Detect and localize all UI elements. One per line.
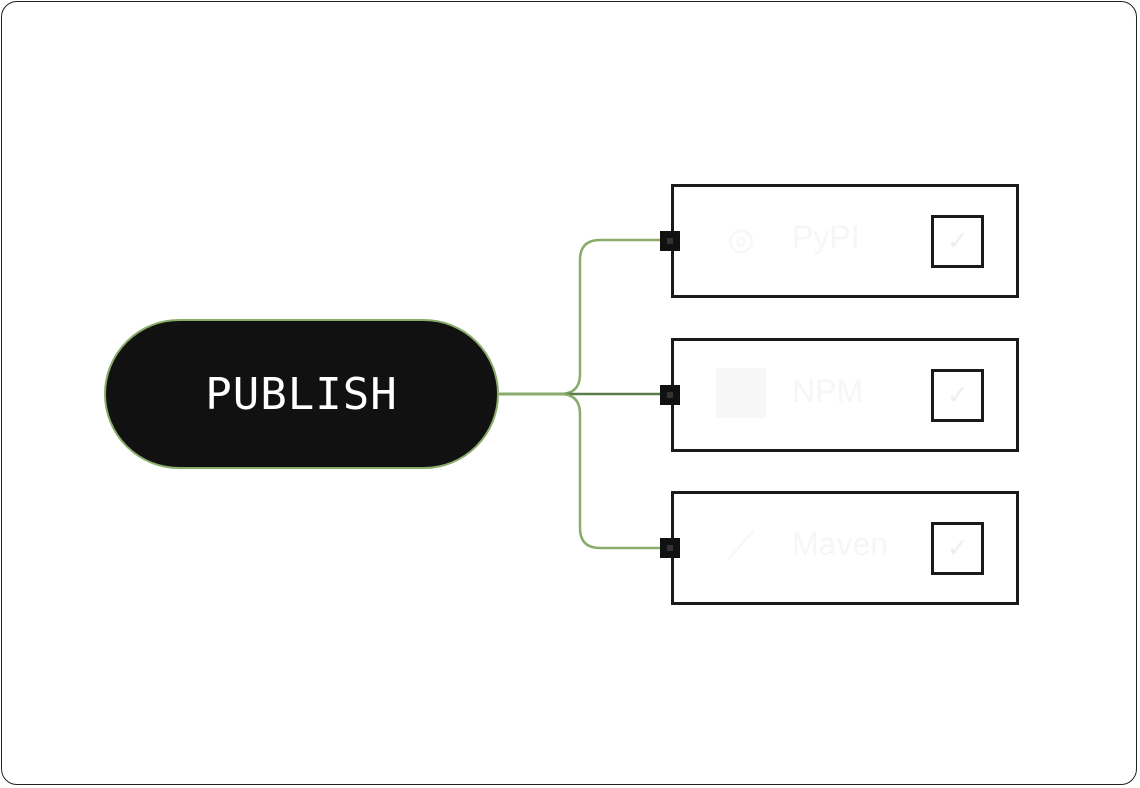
wire-pypi xyxy=(499,238,660,396)
python-icon: ◎ xyxy=(728,216,754,262)
maven-icon: ⟋ xyxy=(727,523,755,569)
wire-maven xyxy=(499,392,660,550)
checkbox[interactable]: ✓ xyxy=(931,215,984,268)
target-node-npm[interactable]: NPM ✓ xyxy=(660,338,1019,452)
target-label: PyPI xyxy=(792,219,860,255)
target-node-maven[interactable]: ⟋ Maven ✓ xyxy=(660,491,1019,605)
input-port[interactable] xyxy=(660,538,680,558)
publish-node[interactable]: PUBLISH xyxy=(104,319,499,469)
checkbox[interactable]: ✓ xyxy=(931,369,984,422)
input-port[interactable] xyxy=(660,231,680,251)
npm-icon xyxy=(716,368,766,418)
target-label: Maven xyxy=(792,526,889,562)
target-label: NPM xyxy=(792,373,864,409)
checkbox[interactable]: ✓ xyxy=(931,522,984,575)
target-node-pypi[interactable]: ◎ PyPI ✓ xyxy=(660,184,1019,298)
input-port[interactable] xyxy=(660,385,680,405)
publish-label: PUBLISH xyxy=(205,368,398,420)
